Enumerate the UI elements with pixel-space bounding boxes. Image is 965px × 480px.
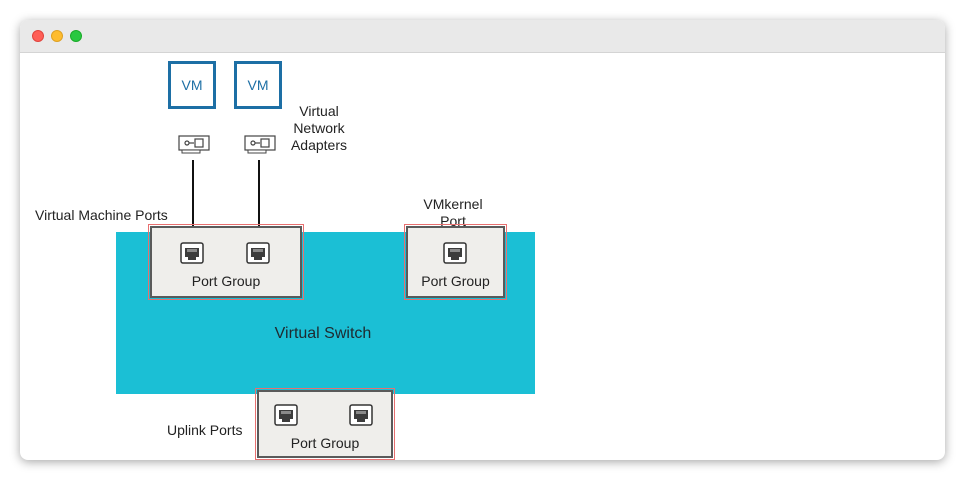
zoom-button[interactable] — [70, 30, 82, 42]
vm-box-1: VM — [168, 61, 216, 109]
network-adapter-icon — [244, 135, 276, 154]
close-button[interactable] — [32, 30, 44, 42]
virtual-switch-label: Virtual Switch — [274, 325, 372, 342]
ethernet-port-icon — [349, 404, 373, 426]
port-group-uplink: Port Group — [255, 388, 395, 460]
minimize-button[interactable] — [51, 30, 63, 42]
cable-vm2 — [258, 160, 260, 236]
ethernet-port-icon — [180, 242, 204, 264]
cable-vm1 — [192, 160, 194, 236]
title-bar — [20, 20, 945, 53]
app-window: Virtual Switch VM VM Virtual Network Ada… — [20, 20, 945, 460]
diagram-canvas: Virtual Switch VM VM Virtual Network Ada… — [20, 53, 945, 460]
uplink-ports-label: Uplink Ports — [167, 422, 243, 438]
port-group-label: Port Group — [421, 273, 490, 289]
ethernet-port-icon — [274, 404, 298, 426]
virtual-network-adapters-label: Virtual Network Adapters — [290, 103, 348, 153]
port-group-label: Port Group — [290, 435, 360, 451]
port-group-label: Port Group — [191, 273, 261, 289]
virtual-machine-ports-label: Virtual Machine Ports — [35, 207, 168, 223]
port-group-vmkernel: Port Group — [404, 224, 507, 300]
ethernet-port-icon — [443, 242, 467, 264]
vm-box-2: VM — [234, 61, 282, 109]
ethernet-port-icon — [246, 242, 270, 264]
network-adapter-icon — [178, 135, 210, 154]
port-group-vm: Port Group — [148, 224, 304, 300]
vmkernel-port-label: VMkernel Port — [423, 196, 483, 229]
